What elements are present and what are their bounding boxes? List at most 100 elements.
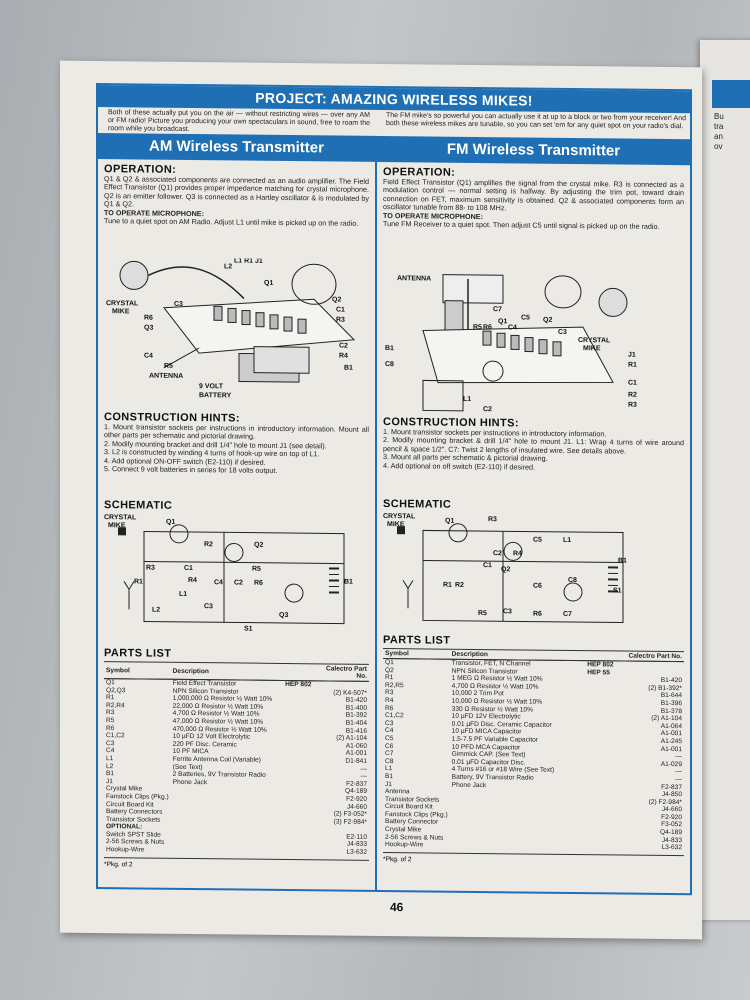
- transistor-symbol: [169, 524, 189, 544]
- component-icon: [538, 339, 548, 355]
- parts-heading: PARTS LIST: [104, 647, 172, 660]
- component-icon: [255, 312, 265, 328]
- diagram-label: C2: [493, 550, 502, 557]
- diagram-label: J1: [628, 352, 636, 359]
- diagram-label: ANTENNA: [397, 275, 431, 282]
- next-page-text: an: [714, 132, 723, 141]
- diagram-label: R5: [252, 566, 261, 573]
- transistor-symbol: [563, 582, 583, 602]
- diagram-label: L2: [152, 607, 160, 614]
- intro-right: The FM mike's so powerful you can actual…: [386, 112, 686, 131]
- part-description: [450, 842, 586, 851]
- transistor-symbol: [284, 583, 304, 603]
- coil-icon: [482, 360, 504, 382]
- component-icon: [213, 305, 223, 321]
- diagram-label: R2: [455, 582, 464, 589]
- diagram-label: Q1: [498, 318, 507, 325]
- diagram-label: C1: [628, 380, 637, 387]
- component-icon: [496, 332, 506, 348]
- diagram-label: R3: [336, 317, 345, 324]
- component-icon: [510, 334, 520, 350]
- diagram-label: R3: [488, 516, 497, 523]
- jack-detail-icon: [291, 263, 337, 305]
- jack-detail-icon: [544, 275, 582, 309]
- diagram-label: S1: [613, 587, 622, 594]
- battery-icon: [253, 346, 310, 374]
- diagram-label: Q2: [501, 566, 510, 573]
- diagram-label: CRYSTAL: [578, 337, 611, 344]
- diagram-label: C3: [174, 301, 183, 308]
- mike-cable: [147, 266, 245, 300]
- parts-heading: PARTS LIST: [383, 634, 451, 647]
- diagram-label: C7: [493, 306, 502, 313]
- crystal-mike-icon: [119, 260, 149, 290]
- fm-column: OPERATION: Field Effect Transistor (Q1) …: [377, 162, 690, 893]
- next-page-text: tra: [714, 122, 724, 131]
- footnote: *Pkg. of 2: [383, 851, 684, 867]
- diagram-label: L2: [224, 263, 232, 270]
- battery-icon: [444, 300, 464, 332]
- transistor-symbol: [224, 542, 244, 562]
- part-symbol: Hookup-Wire: [106, 846, 145, 854]
- part-number: L3-632: [346, 848, 367, 856]
- operate-text: Tune to a quiet spot on AM Radio. Adjust…: [104, 216, 359, 228]
- fm-parts-list: PARTS LIST Symbol Description Calectro P…: [383, 634, 684, 867]
- diagram-label: C1: [336, 307, 345, 314]
- diagram-label: R4: [188, 577, 197, 584]
- fm-operation: OPERATION: Field Effect Transistor (Q1) …: [383, 166, 684, 232]
- diagram-label: Q2: [543, 317, 552, 324]
- operation-text: Field Effect Transistor (Q1) amplifies t…: [383, 177, 684, 213]
- crystal-mike-icon: [598, 287, 628, 317]
- am-title: AM Wireless Transmitter: [98, 133, 375, 162]
- diagram-label: C2: [234, 579, 243, 586]
- mike-symbol: [118, 527, 126, 536]
- diagram-label: R1: [443, 582, 452, 589]
- diagram-label: 9 VOLT: [199, 383, 224, 390]
- diagram-label: L1 R1 J1: [234, 257, 263, 264]
- part-hep: [585, 843, 624, 851]
- antenna-symbol: [123, 581, 135, 610]
- footnote: *Pkg. of 2: [104, 856, 369, 871]
- diagram-label: R6: [483, 324, 492, 331]
- diagram-label: C7: [563, 611, 572, 618]
- diagram-label: MIKE: [583, 345, 601, 352]
- diagram-label: R2: [628, 392, 637, 399]
- diagram-label: R5: [473, 324, 482, 331]
- next-page-text: ov: [714, 142, 723, 151]
- table-row: Hookup-Wire L3-632: [104, 846, 369, 856]
- part-symbol: Fanstock Clips (Pkg.): [106, 793, 169, 801]
- col-part-no: Calectro Part No.: [316, 663, 369, 682]
- diagram-label: R1: [134, 578, 143, 585]
- hint-item: 5. Connect 9 volt batteries in series fo…: [104, 464, 278, 475]
- diagram-label: R6: [254, 580, 263, 587]
- next-page-banner: [712, 80, 750, 108]
- diagram-label: C8: [385, 361, 394, 368]
- component-icon: [283, 316, 293, 332]
- diagram-label: C3: [558, 329, 567, 336]
- diagram-label: Q2: [254, 542, 263, 549]
- diagram-label: R1: [628, 362, 637, 369]
- fm-title: FM Wireless Transmitter: [377, 135, 690, 166]
- diagram-label: ANTENNA: [149, 373, 183, 380]
- diagram-label: C4: [214, 579, 223, 586]
- diagram-label: C1: [483, 562, 492, 569]
- diagram-label: Q1: [166, 519, 175, 526]
- circuit-wire: [423, 559, 623, 564]
- diagram-label: MIKE: [108, 522, 126, 529]
- transistor-symbol: [448, 523, 468, 543]
- diagram-label: R6: [144, 315, 153, 322]
- hint-item: 4. Add optional on off switch (E2-110) i…: [383, 460, 535, 472]
- component-icon: [552, 341, 562, 357]
- component-icon: [297, 318, 307, 334]
- mike-symbol: [397, 526, 405, 535]
- diagram-label: L1: [463, 396, 471, 403]
- diagram-label: Q1: [264, 280, 273, 287]
- next-page-edge: Bu tra an ov: [700, 40, 750, 920]
- circuit-wire: [422, 529, 624, 624]
- diagram-label: R4: [339, 353, 348, 360]
- page-number: 46: [390, 900, 404, 915]
- diagram-label: Q3: [144, 325, 153, 332]
